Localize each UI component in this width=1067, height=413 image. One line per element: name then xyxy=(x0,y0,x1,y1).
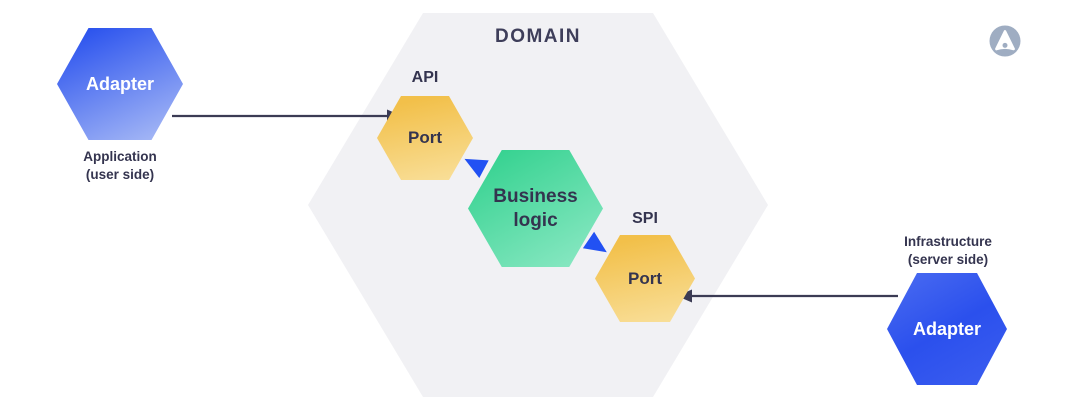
flow-triangle-spi-icon xyxy=(582,231,607,253)
adapter-right-caption: Infrastructure (server side) xyxy=(878,233,1018,268)
adapter-left-caption: Application (user side) xyxy=(50,148,190,183)
flow-triangle-api-icon xyxy=(464,158,489,178)
caption-line: (server side) xyxy=(907,251,989,267)
business-logic-line: Business xyxy=(493,185,578,207)
arrow-left-adapter-to-api-port xyxy=(172,109,402,123)
caption-line: Infrastructure xyxy=(904,234,992,249)
spi-tag: SPI xyxy=(632,210,658,227)
api-port-hexagon: Port xyxy=(377,96,473,180)
api-tag: API xyxy=(411,69,439,86)
api-port-label: Port xyxy=(408,128,442,147)
caption-line: Application xyxy=(83,149,157,164)
caption-line: (user side) xyxy=(85,166,155,182)
domain-title: DOMAIN xyxy=(494,26,582,47)
adapter-left-label: Adapter xyxy=(85,73,154,94)
spi-port-label: Port xyxy=(628,268,662,288)
business-logic-label: Business logic xyxy=(493,185,577,233)
arrow-right-adapter-to-spi-port xyxy=(677,289,898,303)
brand-logo-icon xyxy=(989,25,1021,57)
business-logic-line: logic xyxy=(513,209,558,231)
adapter-right-label: Adapter xyxy=(912,318,981,339)
spi-port-hexagon: Port xyxy=(595,235,695,322)
business-logic-hexagon: Business logic xyxy=(468,150,603,267)
